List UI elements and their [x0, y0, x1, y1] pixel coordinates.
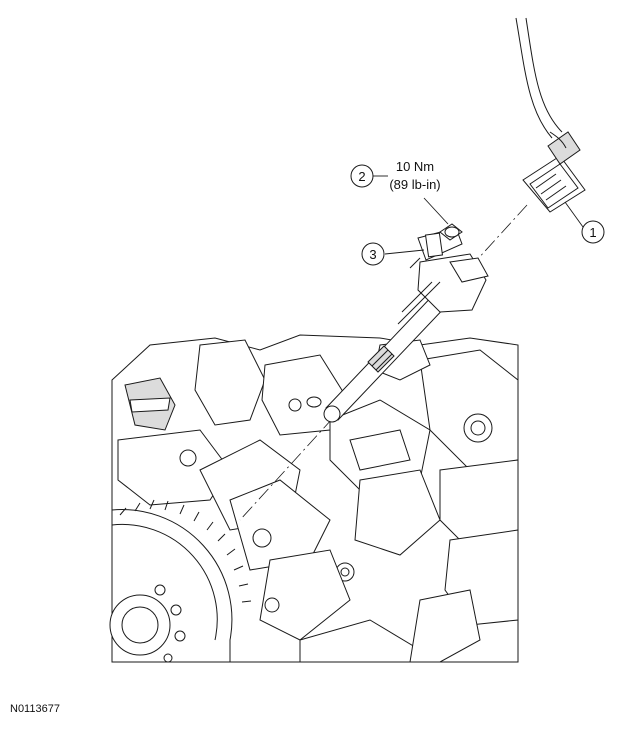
callout-3-number: 3: [369, 247, 376, 262]
torque-value-imperial: (89 lb-in): [389, 177, 440, 192]
callout-1: 1: [581, 220, 605, 244]
sensor-connector: [522, 131, 586, 213]
callout-2-number: 2: [358, 169, 365, 184]
callout-2: 2: [350, 164, 374, 188]
install-centerline: [239, 204, 528, 521]
leader-lines: [373, 175, 584, 255]
figure-id: N0113677: [10, 703, 60, 715]
engine-block: [109, 334, 519, 663]
torque-value: 10 Nm: [396, 159, 434, 174]
wire-harness: [515, 17, 567, 149]
camshaft-sensor: [323, 223, 489, 423]
callout-1-number: 1: [589, 225, 596, 240]
callout-3: 3: [361, 242, 385, 266]
